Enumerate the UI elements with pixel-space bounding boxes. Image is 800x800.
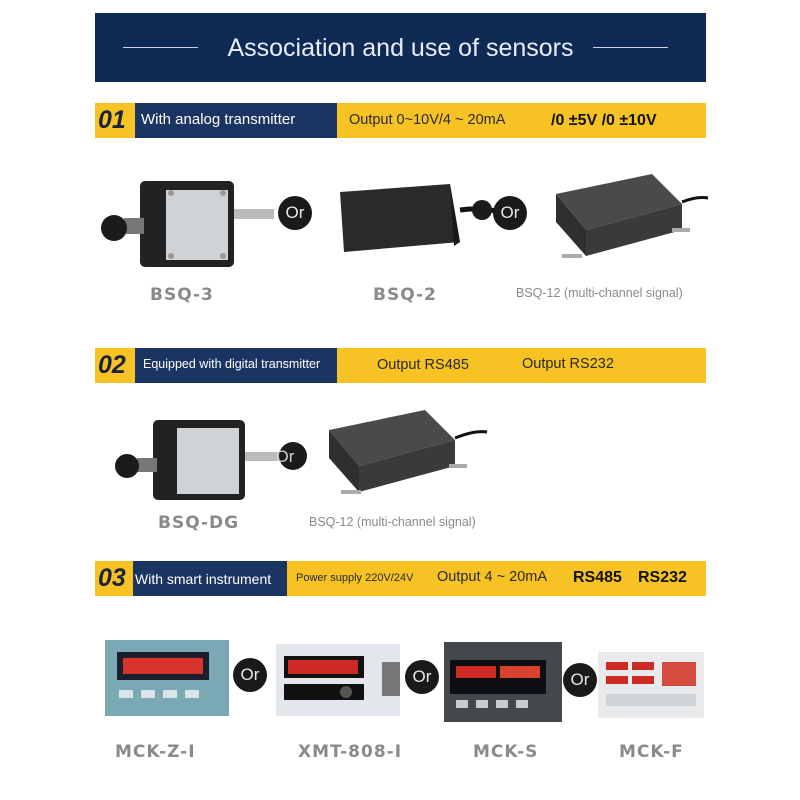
- or-circle-6: Or: [563, 663, 597, 697]
- section1-label: With analog transmitter: [141, 111, 296, 128]
- product-mck-z-i: MCK-Z-I: [115, 742, 196, 762]
- section3-label-box: With smart instrument: [133, 561, 287, 596]
- product-bsq-dg: BSQ-DG: [158, 513, 240, 533]
- product-bsq-3: BSQ-3: [150, 285, 214, 305]
- header-banner: Association and use of sensors: [95, 13, 706, 82]
- section3-number: 03: [98, 564, 126, 592]
- product-mck-f: MCK-F: [619, 742, 684, 762]
- product-bsq-2: BSQ-2: [373, 285, 437, 305]
- section3-bar: 03 With smart instrument Power supply 22…: [95, 561, 706, 596]
- or-circle-3: Or: [275, 447, 295, 466]
- section3-label: With smart instrument: [135, 571, 272, 587]
- section1-voltage: /0 ±5V /0 ±10V: [551, 112, 657, 129]
- bsq-2-image: [340, 184, 501, 252]
- bsq-3-image: [101, 181, 274, 267]
- section3-rs485: RS485: [573, 569, 622, 586]
- xmt-808-i-image: [276, 644, 400, 716]
- product-bsq-12-a: BSQ-12 (multi-channel signal): [516, 286, 683, 300]
- section3-output: Output 4 ~ 20mA: [437, 569, 548, 585]
- section1-bar: 01 With analog transmitter Output 0~10V/…: [95, 103, 706, 138]
- product-bsq-12-b: BSQ-12 (multi-channel signal): [309, 515, 476, 529]
- or-circle-5: Or: [405, 660, 439, 694]
- section2-output-rs232: Output RS232: [522, 356, 614, 372]
- section2-output-rs485: Output RS485: [377, 357, 469, 373]
- or-circle-1: Or: [278, 196, 312, 230]
- page-title: Association and use of sensors: [227, 34, 574, 62]
- or-circle-2: Or: [493, 196, 527, 230]
- header-right-line: [593, 47, 668, 48]
- mck-z-i-image: [105, 640, 229, 716]
- bsq-12-image-1: [556, 174, 709, 258]
- bsq-12-image-2: [329, 410, 488, 494]
- section1-output: Output 0~10V/4 ~ 20mA: [349, 112, 506, 128]
- product-xmt-808-i: XMT-808-I: [298, 742, 403, 762]
- section2-bar: 02 Equipped with digital transmitter Out…: [95, 348, 706, 383]
- section2-label-box: Equipped with digital transmitter: [135, 348, 337, 383]
- section1-number: 01: [98, 106, 126, 134]
- section3-power: Power supply 220V/24V: [296, 572, 414, 584]
- header-left-line: [123, 47, 198, 48]
- bsq-dg-image: [115, 420, 307, 500]
- mck-f-image: [598, 652, 704, 718]
- mck-s-image: [444, 642, 562, 722]
- section2-label: Equipped with digital transmitter: [143, 357, 321, 371]
- or-circle-4: Or: [233, 658, 267, 692]
- product-mck-s: MCK-S: [473, 742, 539, 762]
- section1-label-box: With analog transmitter: [135, 103, 337, 138]
- section3-rs232: RS232: [638, 569, 687, 586]
- section2-number: 02: [98, 351, 126, 379]
